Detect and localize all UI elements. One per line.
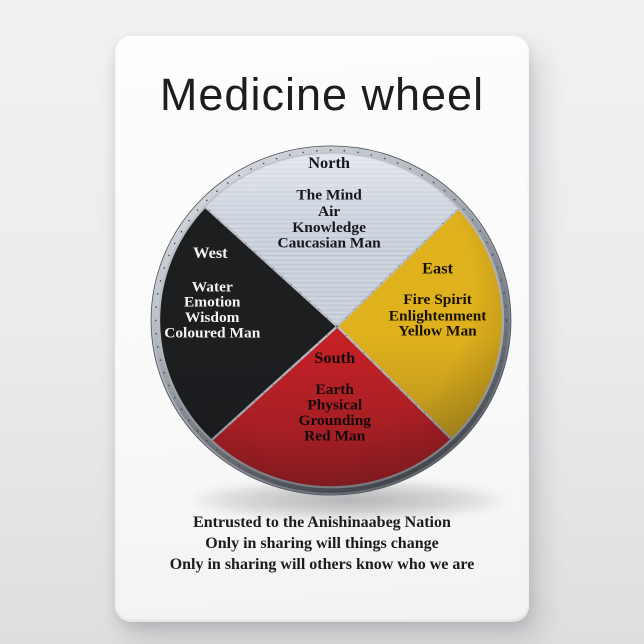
north-line-2: Air bbox=[318, 203, 341, 220]
footer-inscription: Entrusted to the Anishinaabeg Nation Onl… bbox=[115, 512, 529, 575]
direction-label-east: East bbox=[422, 261, 454, 278]
south-line-1: Earth bbox=[315, 381, 354, 398]
direction-label-south: South bbox=[314, 350, 355, 367]
south-line-2: Physical bbox=[307, 397, 362, 414]
east-line-3: Yellow Man bbox=[398, 323, 477, 340]
footer-line-2: Only in sharing will things change bbox=[205, 535, 439, 552]
south-line-3: Grounding bbox=[298, 412, 371, 429]
direction-label-west: West bbox=[193, 245, 228, 262]
south-line-4: Red Man bbox=[304, 428, 366, 445]
footer-line-1: Entrusted to the Anishinaabeg Nation bbox=[193, 514, 451, 531]
rim-rivet-dots bbox=[154, 149, 508, 492]
wheel-bottom-shade-overlay bbox=[153, 148, 509, 493]
north-line-3: Knowledge bbox=[292, 219, 366, 236]
east-line-1: Fire Spirit bbox=[403, 291, 472, 308]
west-line-4: Coloured Man bbox=[164, 325, 261, 342]
page-title: Medicine wheel bbox=[159, 69, 485, 120]
west-line-3: Wisdom bbox=[185, 309, 240, 326]
direction-label-north: North bbox=[308, 155, 350, 172]
north-line-4: Caucasian Man bbox=[278, 235, 382, 252]
east-line-2: Enlightenment bbox=[389, 307, 487, 324]
north-line-1: The Mind bbox=[296, 187, 362, 204]
west-line-2: Emotion bbox=[184, 294, 241, 311]
medicine-wheel-plaque: Medicine wheel bbox=[115, 36, 529, 622]
west-line-1: Water bbox=[192, 278, 233, 295]
medicine-wheel-diagram: North The Mind Air Knowledge Caucasian M… bbox=[150, 145, 512, 496]
footer-line-3: Only in sharing will others know who we … bbox=[169, 556, 475, 573]
